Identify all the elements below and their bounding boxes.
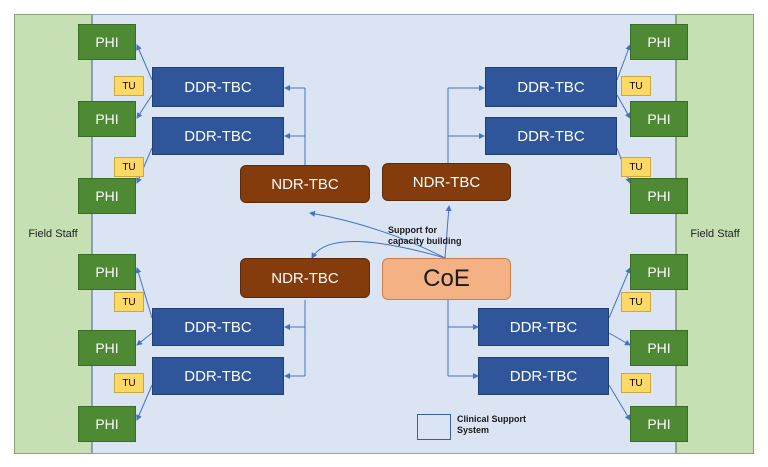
phi-box-right-3: PHI: [630, 178, 688, 214]
phi-box-right-6: PHI: [630, 406, 688, 442]
ddr-tbc-box-right-4: DDR-TBC: [478, 357, 609, 395]
ddr-tbc-box-left-2: DDR-TBC: [152, 117, 284, 155]
support-for-capacity-building-note: Support for capacity building: [388, 225, 462, 246]
tu-box-left-3: TU: [114, 292, 144, 312]
connector-coe-ndr-top-right: [444, 205, 452, 259]
legend-label: Clinical Support System: [457, 414, 527, 435]
legend-swatch: [417, 414, 451, 440]
phi-box-right-2: PHI: [630, 101, 688, 137]
coe-box: CoE: [382, 258, 511, 300]
phi-box-left-5: PHI: [78, 330, 136, 366]
field-staff-label-right: Field Staff: [690, 228, 740, 240]
phi-box-left-4: PHI: [78, 254, 136, 290]
field-staff-label-left: Field Staff: [28, 228, 78, 240]
connector-coe-ndr-bottom-left: [311, 241, 446, 259]
ddr-tbc-box-left-1: DDR-TBC: [152, 67, 284, 107]
tu-box-left-4: TU: [114, 373, 144, 393]
phi-box-left-1: PHI: [78, 24, 136, 60]
tu-box-left-1: TU: [114, 76, 144, 96]
phi-box-right-4: PHI: [630, 254, 688, 290]
phi-box-right-5: PHI: [630, 330, 688, 366]
tu-box-left-2: TU: [114, 157, 144, 177]
ddr-tbc-box-right-2: DDR-TBC: [485, 117, 617, 155]
ddr-tbc-box-left-3: DDR-TBC: [152, 308, 284, 346]
ndr-tbc-box-top-right: NDR-TBC: [382, 163, 511, 201]
tu-box-right-3: TU: [621, 292, 651, 312]
ndr-tbc-box-bottom-left: NDR-TBC: [240, 258, 370, 298]
phi-box-left-6: PHI: [78, 406, 136, 442]
tu-box-right-4: TU: [621, 373, 651, 393]
connector-coe-ndr-top-left: [309, 210, 446, 259]
ndr-tbc-box-top-left: NDR-TBC: [240, 165, 370, 203]
phi-box-left-2: PHI: [78, 101, 136, 137]
ddr-tbc-box-left-4: DDR-TBC: [152, 357, 284, 395]
phi-box-right-1: PHI: [630, 24, 688, 60]
ddr-tbc-box-right-3: DDR-TBC: [478, 308, 609, 346]
tu-box-right-2: TU: [621, 157, 651, 177]
tu-box-right-1: TU: [621, 76, 651, 96]
phi-box-left-3: PHI: [78, 178, 136, 214]
ddr-tbc-box-right-1: DDR-TBC: [485, 67, 617, 107]
field-staff-panel-right: [676, 14, 754, 454]
field-staff-panel-left: [14, 14, 92, 454]
